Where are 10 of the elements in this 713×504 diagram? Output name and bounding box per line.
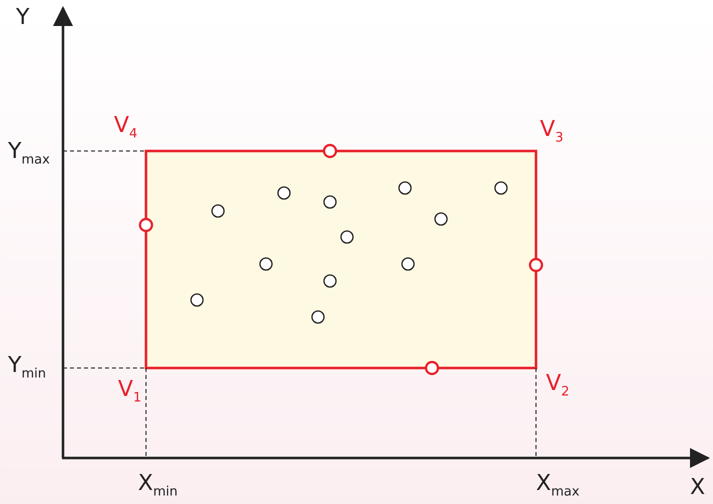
tick-label: X$_{max}$	[536, 472, 580, 502]
vertex-label: V$_{2}$	[546, 372, 570, 402]
tick-label: X$_{min}$	[138, 472, 178, 502]
axis-label: Y	[16, 6, 30, 30]
tick-label: Y$_{min}$	[8, 354, 46, 384]
vertex-label: V$_{1}$	[118, 378, 142, 408]
vertex-label: V$_{4}$	[114, 114, 138, 144]
vertex-label: V$_{3}$	[540, 118, 564, 148]
tick-label: Y$_{max}$	[8, 140, 50, 170]
axis-label: X	[690, 476, 706, 500]
